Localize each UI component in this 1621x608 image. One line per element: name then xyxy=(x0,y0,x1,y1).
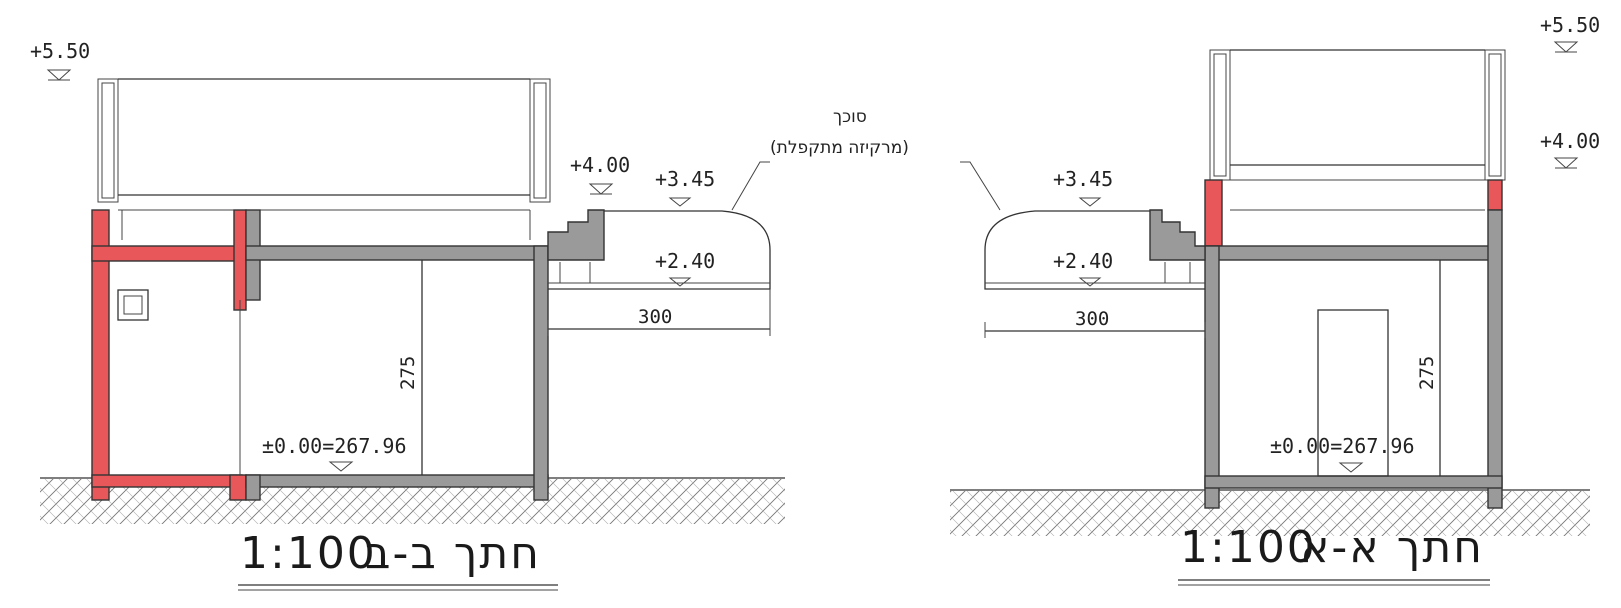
red-wall-left-b xyxy=(91,209,110,501)
window-b xyxy=(117,289,149,321)
level-marker-roof-b xyxy=(46,69,72,81)
dim-height-a: 275 xyxy=(1416,356,1438,390)
level-ground-b: ±0.00=267.96 xyxy=(262,434,407,458)
red-beam-b xyxy=(91,245,243,262)
section-a-a: 275 300 +5.50 +4.00 +3.45 +2.40 ±0.00=26… xyxy=(950,13,1600,586)
title-b: חתך ב-ב xyxy=(365,528,541,579)
slab-a xyxy=(1204,245,1501,261)
upper-frame-left-b xyxy=(97,78,119,203)
canopy-a xyxy=(984,210,1205,290)
floor-slab-a xyxy=(1204,475,1503,489)
scale-b: 1:100 xyxy=(240,528,377,579)
level-canopy-bottom-b: +2.40 xyxy=(655,249,715,273)
wall-right-a xyxy=(1487,209,1503,509)
floor-slab-b xyxy=(245,474,549,488)
level-ground-a: ±0.00=267.96 xyxy=(1270,434,1415,458)
wall-left-a xyxy=(1204,245,1220,509)
wall-right-b xyxy=(533,245,549,501)
level-roof-a: +5.50 xyxy=(1540,13,1600,37)
upper-frame-right-a xyxy=(1484,49,1506,181)
title-a: חתך א-א xyxy=(1300,522,1484,573)
dim-height-b: 275 xyxy=(397,356,419,390)
door-a xyxy=(1317,309,1389,477)
canopy-label-line2: (מרקיזה מתקפלת) xyxy=(770,138,909,158)
soil-hatch-a xyxy=(950,491,1590,536)
level-parapet-a: +4.00 xyxy=(1540,129,1600,153)
stepped-parapet-b xyxy=(547,209,605,261)
level-parapet-b: +4.00 xyxy=(570,153,630,177)
section-b-b: 275 300 +5.50 +4.00 +3.45 +2.40 ±0.00=26… xyxy=(30,39,785,591)
red-column-b xyxy=(233,209,247,311)
level-canopy-top-a: +3.45 xyxy=(1053,167,1113,191)
dim-width-b: 300 xyxy=(638,306,672,328)
upper-frame-left-a xyxy=(1209,49,1231,181)
red-parapet-left-a xyxy=(1204,179,1223,247)
upper-frame-right-b xyxy=(529,78,551,203)
red-parapet-right-a xyxy=(1487,179,1503,211)
canopy-label-line1: סוכך xyxy=(833,107,867,127)
canopy-label: סוכך (מרקיזה מתקפלת) xyxy=(731,107,1001,211)
level-canopy-bottom-a: +2.40 xyxy=(1053,249,1113,273)
slab-b xyxy=(245,245,549,261)
stepped-parapet-a xyxy=(1149,209,1206,261)
canopy-leader-right xyxy=(960,161,1001,211)
canopy-b xyxy=(548,210,771,290)
scale-a: 1:100 xyxy=(1180,522,1317,573)
dim-width-a: 300 xyxy=(1075,308,1109,330)
level-roof-b: +5.50 xyxy=(30,39,90,63)
canopy-leader-left xyxy=(731,161,770,211)
level-canopy-top-b: +3.45 xyxy=(655,167,715,191)
